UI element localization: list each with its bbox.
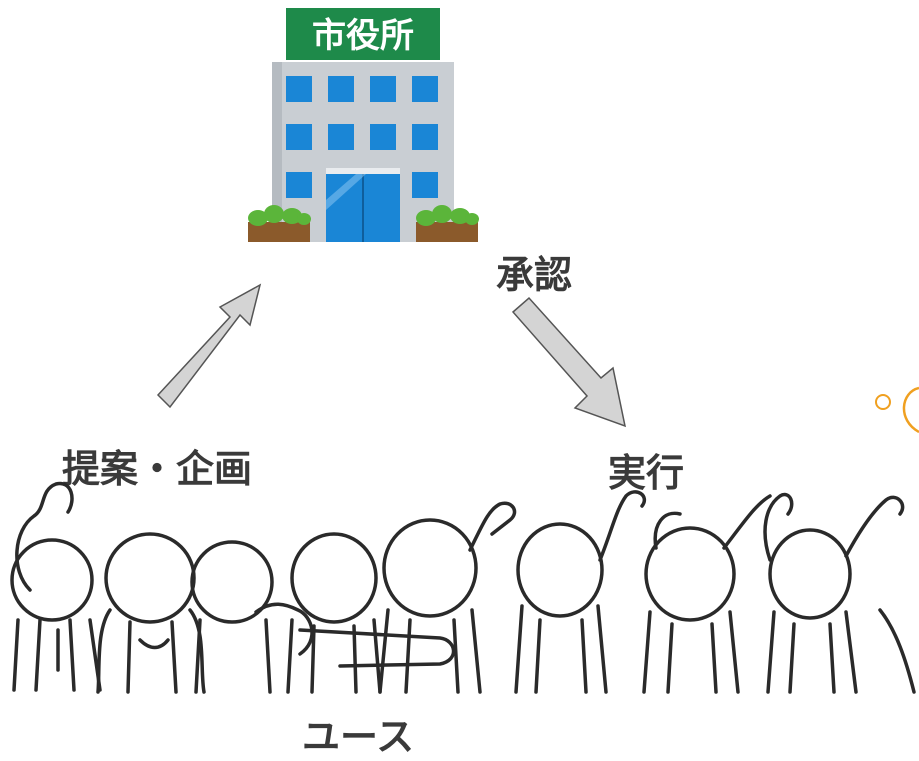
person-figure [96, 532, 206, 694]
person-figure [10, 481, 102, 692]
sign-board [286, 8, 440, 60]
approval-label: 承認 [496, 253, 573, 297]
person-figure [642, 494, 772, 694]
person-figure [378, 501, 517, 694]
person-figure [286, 532, 456, 694]
sign-text: 市役所 [312, 16, 414, 56]
city-hall-building-icon: 市役所 [248, 8, 479, 242]
arrow-down-right-icon [511, 296, 627, 428]
execution-label: 実行 [608, 451, 685, 495]
person-figure [763, 492, 916, 694]
thought-bubble-icon [875, 386, 919, 434]
person-figure [514, 490, 647, 694]
arrow-up-right-icon [156, 283, 262, 409]
person-figure [190, 540, 314, 694]
proposal-label: 提案・企画 [62, 447, 253, 491]
users-label: ユース [302, 715, 415, 759]
cheering-crowd-icon [10, 481, 916, 694]
